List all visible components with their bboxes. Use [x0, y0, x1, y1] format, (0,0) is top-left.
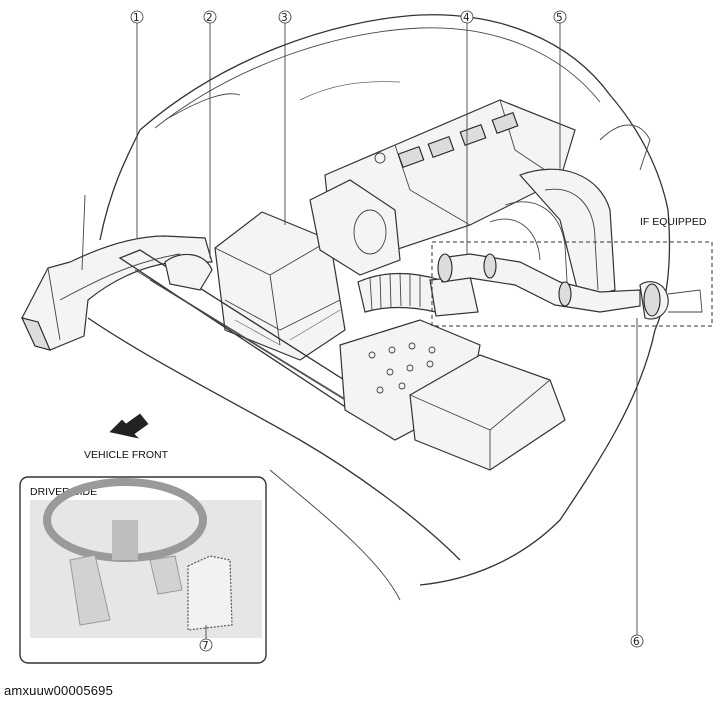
callout-7: 7: [202, 640, 209, 652]
callout-2: 2: [206, 12, 213, 24]
callouts: 1 2 3 4 5 6: [130, 10, 644, 648]
vehicle-front-indicator: VEHICLE FRONT: [84, 413, 169, 461]
air-cleaner: [214, 211, 346, 361]
driver-side-inset: DRIVER SIDE 7: [19, 476, 267, 664]
callout-5: 5: [556, 12, 563, 24]
throttle-body: [309, 179, 401, 276]
callout-1: 1: [133, 12, 140, 24]
fuse-box: [409, 354, 566, 471]
front-arrow-icon: [109, 413, 149, 439]
callout-3: 3: [281, 12, 288, 24]
if-equipped-label: IF EQUIPPED: [640, 216, 707, 228]
callout-4: 4: [463, 12, 470, 24]
vehicle-body-outline: [87, 14, 671, 601]
callout-6: 6: [633, 636, 640, 648]
intake-manifold: [489, 168, 616, 301]
figure-id: amxuuw00005695: [4, 683, 114, 698]
if-equipped-group: IF EQUIPPED: [431, 216, 713, 327]
vehicle-front-label: VEHICLE FRONT: [84, 449, 169, 461]
fresh-air-duct: [21, 194, 213, 351]
